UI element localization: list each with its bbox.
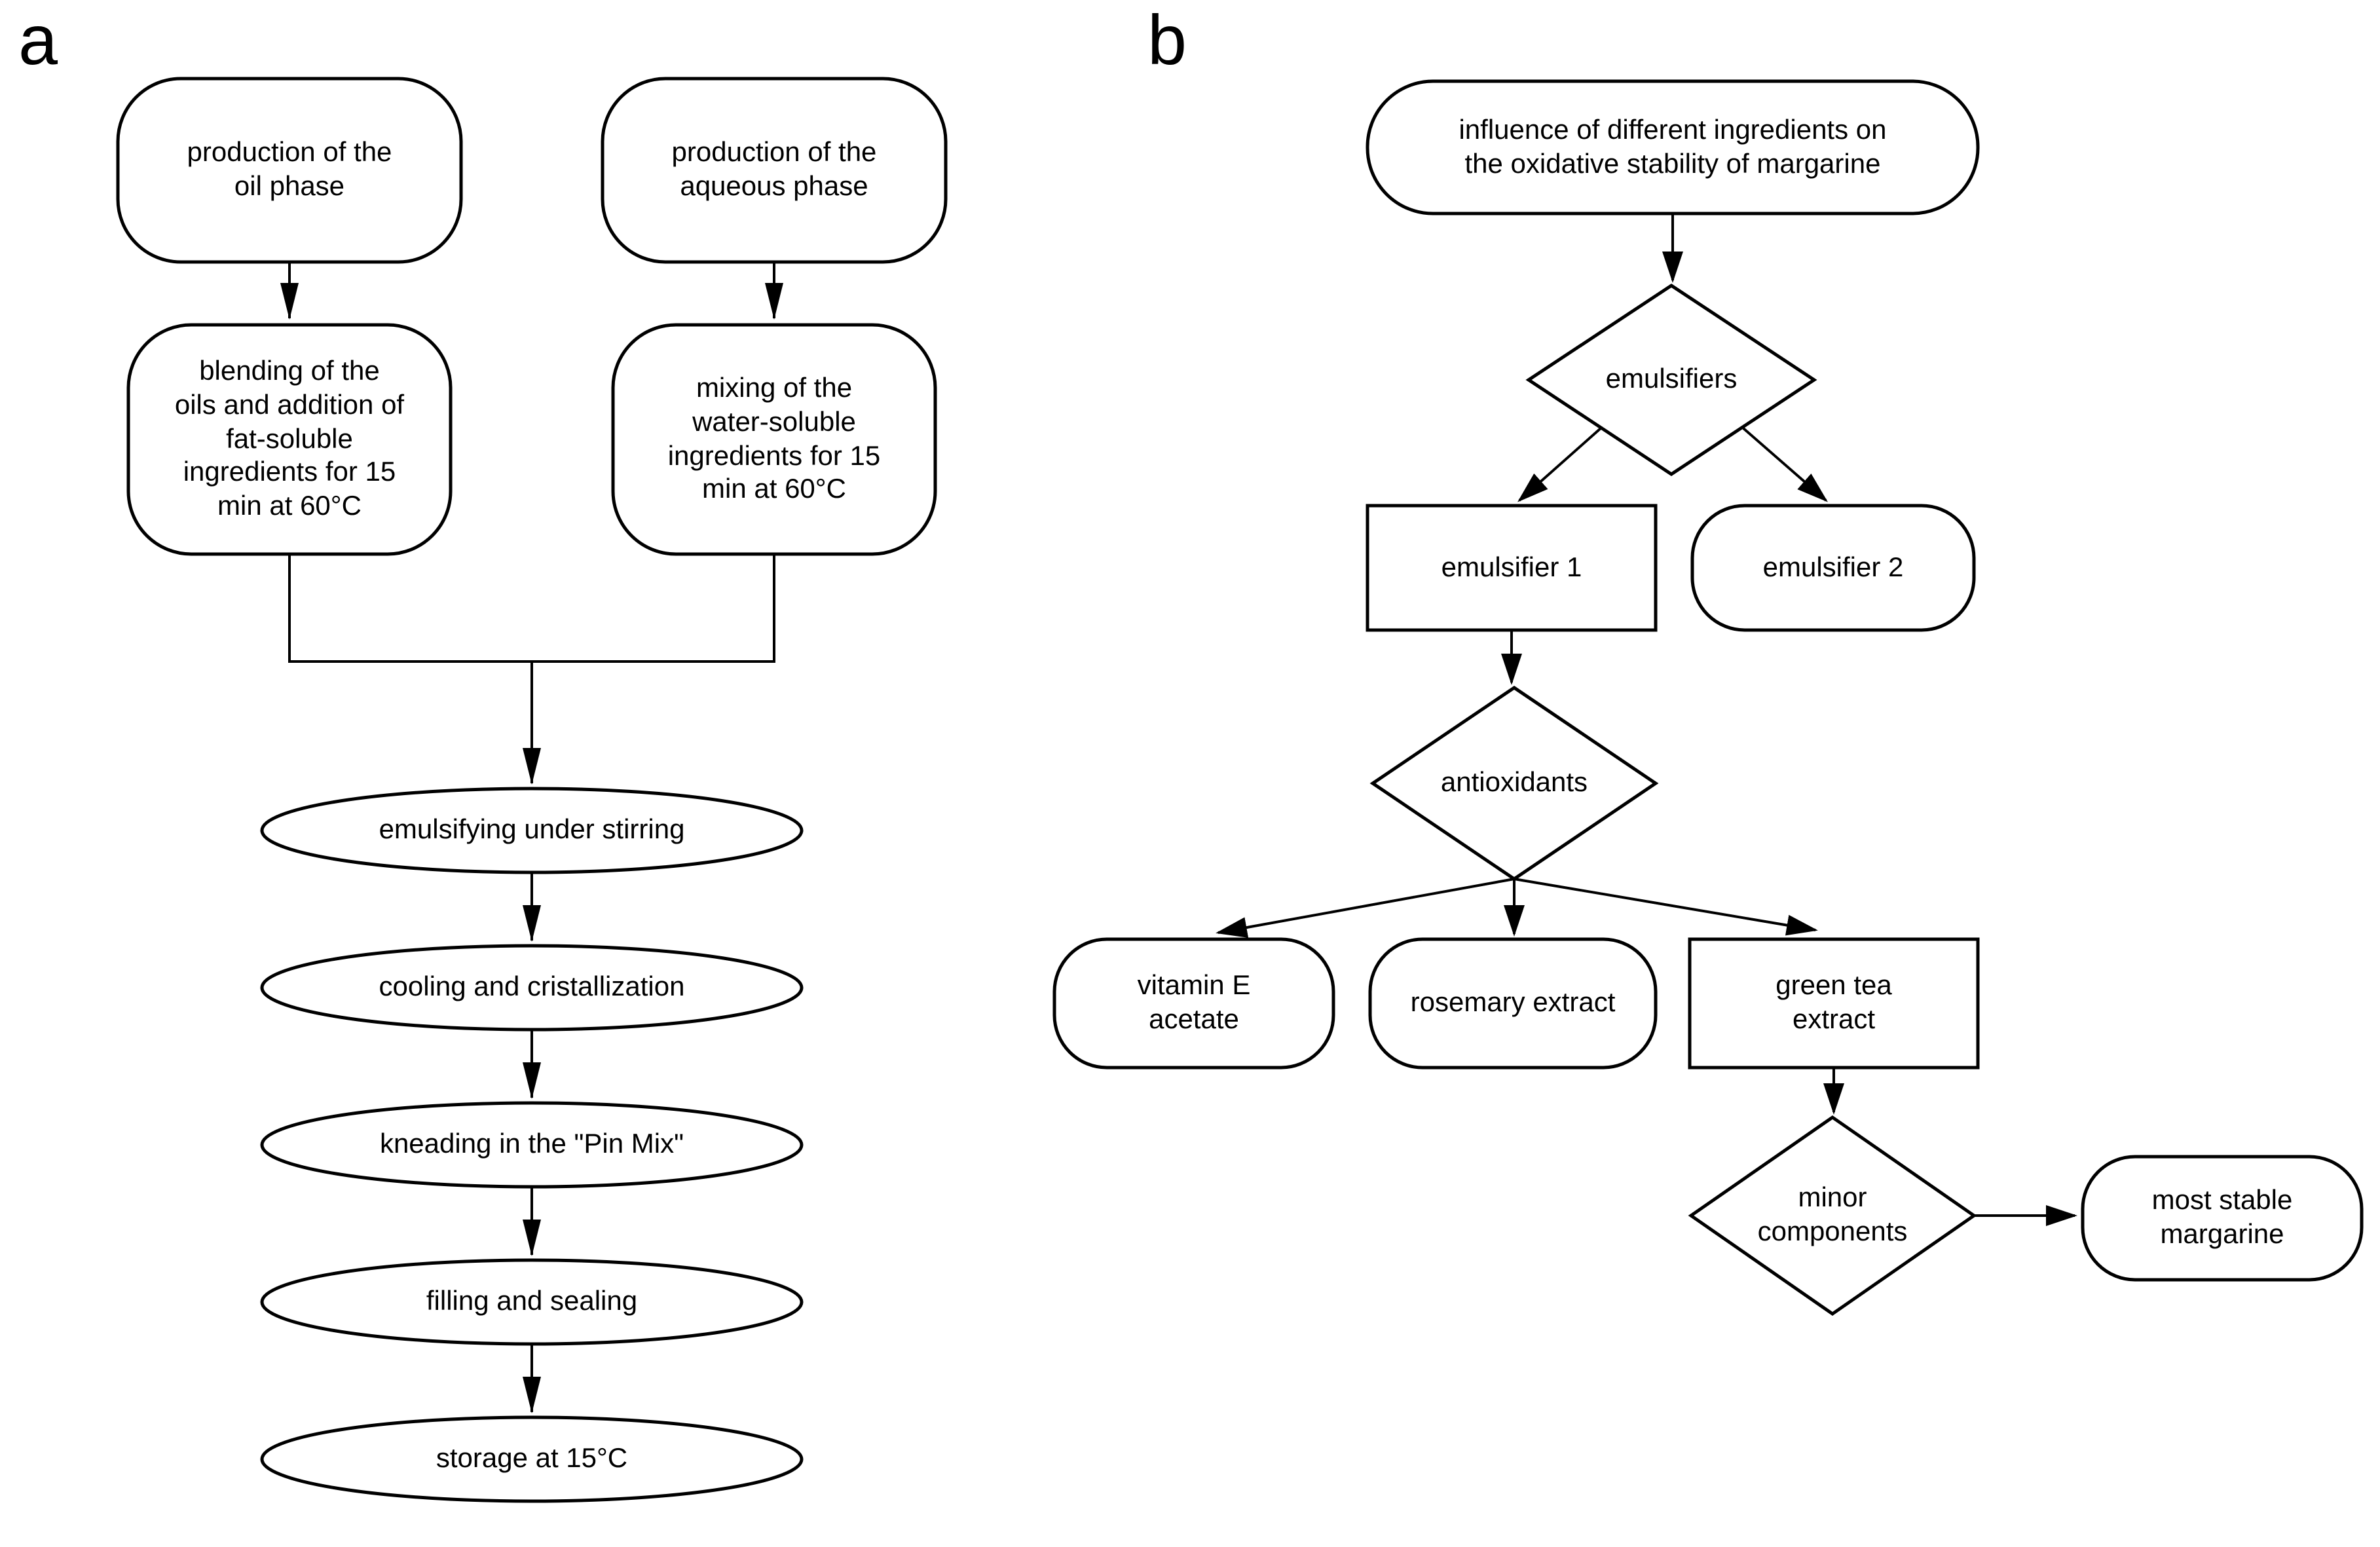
panel-b-label: b [1147,1,1187,80]
node-emulsifiers-diamond [1525,284,1817,476]
node-rosemary-shape [1368,937,1658,1070]
node-filling-shape [260,1258,804,1346]
edge-emulsifiers-to-emulsifier2 [1742,427,1829,502]
node-vitamin-e-shape [1052,937,1335,1070]
node-oil-phase-shape [116,77,463,264]
edge-merge-bracket [288,554,775,663]
node-green-tea-shape [1688,937,1980,1070]
edge-antioxidants-to-green-tea [1514,878,1818,936]
node-influence-shape [1366,79,1980,215]
node-emulsifier2-shape [1690,504,1976,632]
node-kneading-shape [260,1101,804,1189]
node-emulsifying-shape [260,787,804,874]
node-blending-shape [126,323,453,556]
node-cooling-shape [260,944,804,1032]
node-aqueous-phase-shape [601,77,948,264]
edge-antioxidants-to-vitamin-e [1216,878,1515,938]
node-antioxidants-diamond [1369,685,1659,882]
node-minor-components-diamond [1688,1115,1977,1316]
node-emulsifier1-shape [1366,504,1658,632]
edge-emulsifiers-to-emulsifier1 [1517,427,1602,502]
panel-a-label: a [18,1,58,80]
node-storage-shape [260,1415,804,1503]
node-mixing-shape [611,323,937,556]
node-most-stable-shape [2081,1155,2364,1282]
